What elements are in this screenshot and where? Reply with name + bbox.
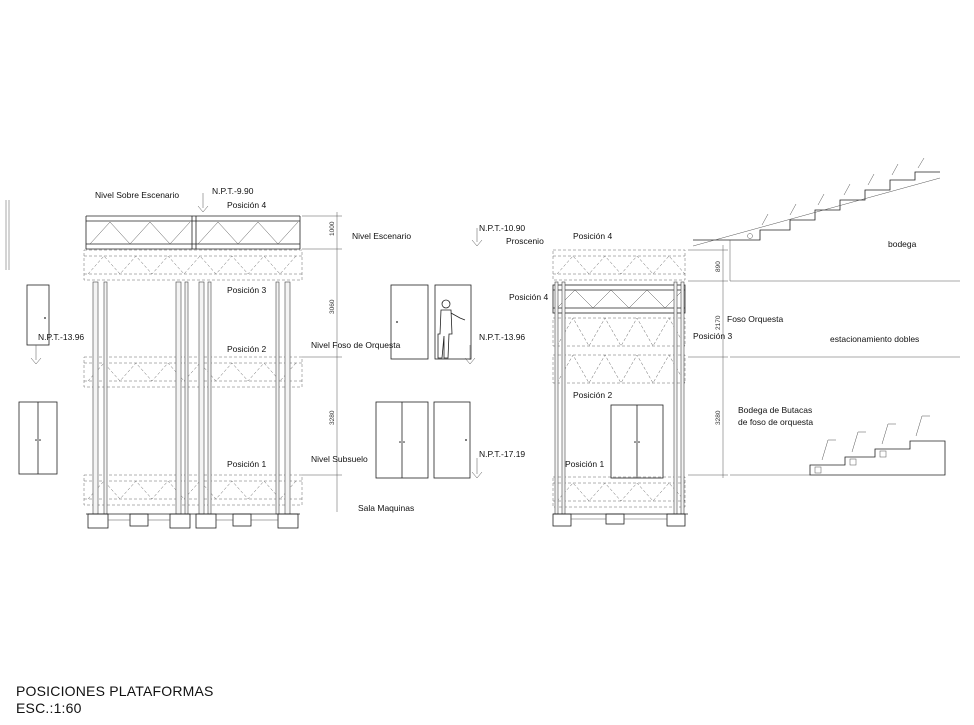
label-npt-1090: N.P.T.-10.90 (479, 223, 525, 233)
drawing-title: POSICIONES PLATAFORMAS (16, 683, 214, 699)
label-bodega-butacas-1: Bodega de Butacas (738, 405, 812, 415)
label-posicion-2-right: Posición 2 (573, 390, 612, 400)
label-nivel-foso: Nivel Foso de Orquesta (311, 340, 401, 350)
label-posicion-3-right: Posición 3 (693, 331, 732, 341)
label-bodega: bodega (888, 239, 917, 249)
label-posicion-4-right-top: Posición 4 (573, 231, 612, 241)
truss-right-bottom (552, 476, 686, 508)
label-npt-990: N.P.T.-9.90 (212, 186, 254, 196)
door-left-single (26, 284, 50, 346)
truss-right-mid-2 (552, 354, 686, 384)
door-middle-2 (434, 284, 472, 360)
label-posicion-2-left: Posición 2 (227, 344, 266, 354)
dim-3280-left: 3280 (329, 410, 336, 425)
middle-elements: N.P.T.-10.90 Proscenio N.P.T.-13.96 N.P.… (375, 223, 544, 479)
dim-1000: 1000 (329, 221, 336, 236)
truss-posicion-3 (83, 249, 303, 281)
dim-3280-right: 3280 (715, 410, 722, 425)
label-posicion-4-left: Posición 4 (227, 200, 266, 210)
label-posicion-1-right: Posición 1 (565, 459, 604, 469)
truss-posicion-2 (83, 356, 303, 388)
human-figure (437, 299, 466, 359)
label-sala-maquinas: Sala Maquinas (358, 503, 414, 513)
truss-posicion-1 (83, 474, 303, 506)
platform-posicion-4-right (552, 284, 686, 314)
truss-right-top (552, 249, 686, 281)
machinery-base-left (86, 513, 300, 529)
label-npt-1396-mid: N.P.T.-13.96 (479, 332, 525, 342)
label-posicion-4-right-mid: Posición 4 (509, 292, 548, 302)
label-proscenio: Proscenio (506, 236, 544, 246)
label-foso-orquesta: Foso Orquesta (727, 314, 783, 324)
left-section: 1000 3060 3280 Nivel Sobre Escenario N.P… (18, 186, 414, 529)
dim-3060: 3060 (329, 299, 336, 314)
dim-890: 890 (715, 261, 722, 272)
drawing-scale: ESC.:1:60 (16, 700, 82, 716)
lower-seating (809, 415, 946, 476)
door-middle-3 (433, 401, 471, 479)
label-posicion-3-left: Posición 3 (227, 285, 266, 295)
truss-right-mid-1 (552, 317, 686, 347)
columns-left (92, 281, 291, 515)
label-nivel-escenario: Nivel Escenario (352, 231, 411, 241)
label-nivel-subsuelo: Nivel Subsuelo (311, 454, 368, 464)
label-npt-1719: N.P.T.-17.19 (479, 449, 525, 459)
dimension-line-right: 890 2170 3280 (688, 245, 728, 478)
right-section: 890 2170 3280 Posición 4 Posición 4 Posi… (509, 157, 960, 527)
upper-seating (692, 157, 941, 281)
label-nivel-sobre-escenario: Nivel Sobre Escenario (95, 190, 179, 200)
door-middle-1 (390, 284, 429, 360)
platform-posicion-4 (85, 215, 301, 250)
dim-2170: 2170 (715, 315, 722, 330)
label-posicion-1-left: Posición 1 (227, 459, 266, 469)
label-bodega-butacas-2: de foso de orquesta (738, 417, 813, 427)
dimension-line-left: 1000 3060 3280 (302, 212, 342, 512)
label-npt-1396-left: N.P.T.-13.96 (38, 332, 84, 342)
label-estacionamiento: estacionamiento dobles (830, 334, 919, 344)
